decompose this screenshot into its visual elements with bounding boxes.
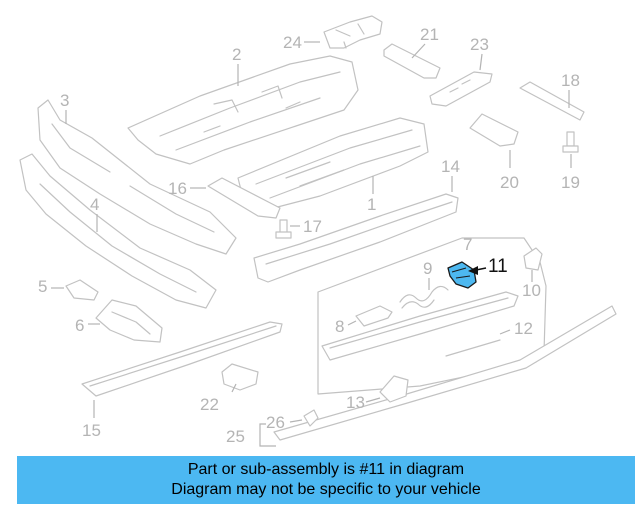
callout-4[interactable]: 4 [90, 195, 99, 214]
leader-21 [411, 43, 426, 59]
callout-14[interactable]: 14 [441, 157, 460, 176]
part-16-shape [207, 177, 281, 219]
callout-15[interactable]: 15 [82, 421, 101, 440]
callout-11[interactable]: 11 [488, 256, 508, 277]
leader-8 [347, 320, 357, 326]
banner-line-2: Diagram may not be specific to your vehi… [171, 481, 481, 498]
part-7-group-box [317, 237, 547, 395]
callout-18[interactable]: 18 [561, 71, 580, 90]
part-11-shape[interactable] [447, 261, 477, 289]
leader-12 [499, 329, 511, 335]
part-12-shape [273, 305, 617, 441]
banner-line-1: Part or sub-assembly is #11 in diagram [187, 461, 465, 478]
part-24-shape [323, 15, 383, 49]
callout-23[interactable]: 23 [470, 35, 489, 54]
part-2-shape [127, 55, 359, 165]
leader-22 [231, 383, 237, 393]
callout-20[interactable]: 20 [500, 173, 519, 192]
callout-10[interactable]: 10 [522, 281, 541, 300]
part-6-shape [95, 299, 163, 343]
leader-25 [259, 423, 276, 447]
callout-24[interactable]: 24 [283, 33, 302, 52]
part-17-shape [275, 219, 292, 239]
callout-6[interactable]: 6 [75, 316, 84, 335]
callout-1[interactable]: 1 [367, 195, 376, 214]
callout-19[interactable]: 19 [561, 173, 580, 192]
leader-13 [365, 397, 381, 403]
callout-3[interactable]: 3 [60, 91, 69, 110]
part-23-shape [429, 71, 493, 107]
part-9-shape [399, 285, 449, 309]
part-4-shape [19, 153, 217, 309]
part-22-shape [221, 363, 259, 391]
parts-diagram: 24 21 23 18 19 20 2 [19, 15, 617, 447]
part-19-shape [562, 131, 579, 153]
part-13-shape [379, 375, 409, 403]
callout-7[interactable]: 7 [463, 235, 472, 254]
callout-13[interactable]: 13 [346, 393, 365, 412]
leader-23 [479, 53, 483, 71]
callout-2[interactable]: 2 [232, 45, 241, 64]
info-banner: Part or sub-assembly is #11 in diagram D… [17, 456, 635, 504]
callout-21[interactable]: 21 [420, 25, 439, 44]
arrow-11 [468, 266, 478, 275]
part-3-shape [37, 99, 237, 255]
callout-17[interactable]: 17 [303, 217, 322, 236]
part-14-shape [253, 193, 459, 283]
part-5-shape [65, 279, 99, 301]
callout-22[interactable]: 22 [200, 395, 219, 414]
callout-9[interactable]: 9 [423, 259, 432, 278]
callout-5[interactable]: 5 [38, 277, 47, 296]
part-8-shape [355, 305, 393, 327]
part-7-sill-shape [321, 291, 519, 361]
part-10-shape [523, 247, 543, 271]
part-18-shape [519, 81, 585, 121]
callout-12[interactable]: 12 [514, 319, 533, 338]
part-21-shape [383, 43, 441, 79]
callout-25[interactable]: 25 [226, 427, 245, 446]
callout-16[interactable]: 16 [168, 179, 187, 198]
part-15-shape [81, 321, 283, 397]
part-26-shape [303, 409, 319, 427]
part-20-shape [469, 113, 519, 147]
callout-26[interactable]: 26 [266, 413, 285, 432]
callout-8[interactable]: 8 [335, 317, 344, 336]
leader-26 [289, 419, 303, 423]
